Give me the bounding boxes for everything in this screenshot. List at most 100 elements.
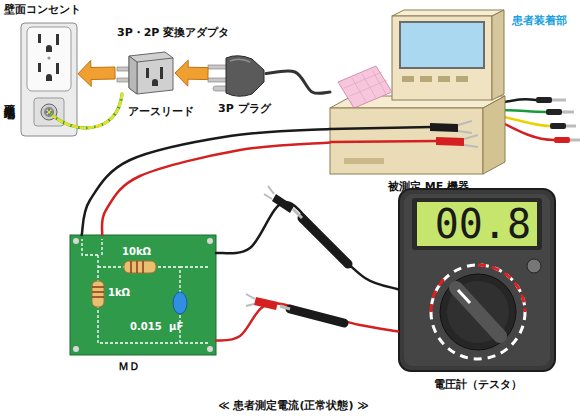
adapter-body — [115, 48, 175, 98]
plug-body — [208, 52, 266, 100]
outlet-label: 壁面コンセント — [4, 3, 81, 16]
board-holes — [207, 238, 213, 244]
test-probes — [272, 194, 294, 213]
device-buttons — [402, 76, 468, 82]
md-board — [92, 281, 104, 307]
lead-connectors — [554, 137, 570, 143]
lead-connectors — [570, 139, 580, 142]
adapter-body — [152, 79, 158, 86]
md-board — [82, 239, 210, 343]
device-clip-leads — [330, 127, 432, 129]
insert-arrow — [78, 61, 115, 87]
tester-body — [399, 189, 555, 371]
md-board — [173, 292, 187, 314]
adapter-body — [146, 68, 149, 78]
adapter: 3P・2P 変換アダプタ — [115, 48, 175, 98]
earth-lead — [49, 94, 122, 128]
socket-slots — [38, 34, 41, 43]
board-holes — [73, 238, 79, 244]
lead-wire — [102, 142, 330, 235]
lead-wire — [216, 303, 398, 340]
socket-slots — [46, 45, 52, 52]
lead-wire — [266, 71, 330, 94]
lead-connectors — [550, 123, 566, 129]
test-probes — [264, 186, 274, 199]
me-device — [392, 16, 492, 100]
test-probes — [302, 218, 348, 264]
socket-slots — [38, 63, 41, 72]
md-board — [124, 261, 156, 273]
ring-terminal — [45, 108, 53, 116]
lead-wire — [82, 129, 330, 235]
capacitor-value: 0.015 μF — [130, 321, 183, 333]
lead-connectors — [562, 111, 574, 114]
tester-body — [458, 290, 470, 303]
board-holes — [207, 346, 213, 352]
adapter-body — [129, 56, 137, 94]
wall-outlet: 壁面コンセント — [20, 22, 78, 137]
tester-body — [404, 194, 550, 366]
lead-wire — [216, 202, 398, 289]
tester-body — [431, 265, 525, 359]
wall-outlet — [34, 98, 64, 126]
lead-wire — [102, 142, 330, 235]
lead-wire — [216, 303, 398, 340]
board-name: ＭＤ — [118, 360, 140, 373]
me-device — [483, 96, 505, 174]
socket-slots — [38, 34, 59, 81]
wall-outlet — [20, 22, 78, 137]
earth-lead — [49, 94, 122, 128]
device-clip-leads — [330, 141, 438, 142]
socket-slots — [46, 74, 52, 81]
me-device — [330, 108, 483, 174]
socket-slots — [56, 34, 59, 45]
adapter-body — [129, 52, 173, 94]
me-device — [392, 10, 504, 16]
device-clip-leads — [458, 121, 472, 133]
tester-body — [417, 202, 537, 246]
adapter-label: 3P・2P 変換アダプタ — [117, 26, 229, 39]
device-clip-leads — [330, 121, 478, 147]
figure-caption: ≪ 患者測定電流(正常状態) ≫ — [0, 399, 587, 412]
plug: 3P プラグ — [208, 52, 266, 100]
adapter-body — [129, 56, 173, 94]
lead-wire — [82, 129, 330, 235]
device-buttons — [402, 76, 414, 82]
resistor-value: 10kΩ — [122, 246, 151, 258]
wall-outlet — [44, 107, 54, 117]
adapter-body — [160, 67, 163, 79]
wall-outlet — [21, 23, 77, 136]
meter-label: 電圧計（テスタ） — [434, 378, 522, 391]
lead-wire — [216, 202, 398, 289]
md-board — [131, 261, 143, 273]
device-buttons — [438, 76, 450, 82]
me-device: 被測定 ME 機器 — [330, 8, 505, 176]
test-probes — [246, 186, 348, 323]
me-device — [330, 8, 505, 176]
me-device — [400, 22, 484, 68]
earth-lead — [49, 94, 122, 128]
lead-connectors — [546, 109, 562, 115]
test-probes — [246, 294, 255, 306]
lead-wire — [266, 71, 330, 94]
test-probes — [280, 306, 290, 309]
tester-body — [447, 281, 509, 343]
meter-reading: 00.8 — [417, 202, 537, 246]
md-board — [92, 287, 104, 297]
tester-body — [440, 274, 516, 350]
board-holes — [73, 238, 213, 352]
tester-body — [412, 198, 542, 250]
part-label: 患者装着部 — [512, 14, 567, 27]
lead-connectors — [566, 125, 576, 128]
device-clip-leads — [436, 137, 464, 146]
lead-connectors — [536, 97, 552, 103]
resistor-value: 1kΩ — [108, 287, 130, 299]
wall-outlet — [41, 104, 57, 120]
plug-label: 3P プラグ — [218, 102, 271, 115]
me-device — [344, 158, 384, 164]
me-device — [344, 70, 387, 102]
device-clip-leads — [430, 123, 458, 132]
plug-body — [230, 59, 250, 62]
